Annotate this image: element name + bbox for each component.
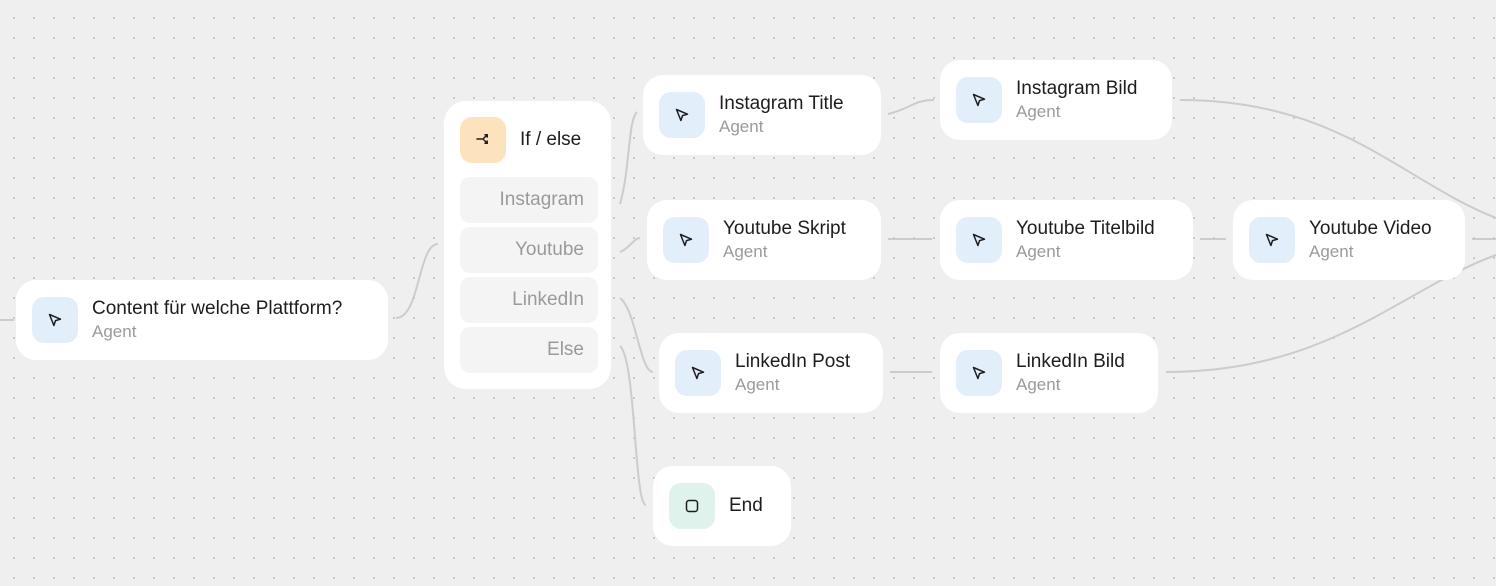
branch-icon — [460, 117, 506, 163]
edge-content-to-ifelse — [395, 243, 439, 319]
node-title: Instagram Title — [719, 93, 844, 114]
cursor-arrow-icon — [659, 92, 705, 138]
node-subtitle: Agent — [92, 322, 137, 341]
edge-instagram-branch — [619, 111, 638, 205]
cursor-arrow-icon — [675, 350, 721, 396]
cursor-arrow-icon — [663, 217, 709, 263]
node-title: End — [729, 495, 763, 516]
node-subtitle: Agent — [1016, 242, 1061, 261]
agent-node-instagram-bild[interactable]: Instagram Bild Agent — [940, 60, 1172, 140]
ifelse-title: If / else — [520, 129, 582, 150]
edge-else-branch — [619, 345, 647, 506]
node-subtitle: Agent — [735, 375, 780, 394]
branch-else[interactable]: Else — [460, 327, 598, 373]
end-node[interactable]: End — [653, 466, 791, 546]
branch-linkedin[interactable]: LinkedIn — [460, 277, 598, 323]
node-title: Instagram Bild — [1016, 78, 1138, 99]
node-subtitle: Agent — [1309, 242, 1354, 261]
stop-square-icon — [669, 483, 715, 529]
agent-node-content-platform[interactable]: Content für welche Plattform? Agent — [16, 280, 388, 360]
cursor-arrow-icon — [956, 350, 1002, 396]
node-title: LinkedIn Post — [735, 351, 851, 372]
node-title: Youtube Skript — [723, 218, 846, 239]
cursor-arrow-icon — [1249, 217, 1295, 263]
edge-youtube-branch — [619, 237, 641, 253]
agent-node-youtube-video[interactable]: Youtube Video Agent — [1233, 200, 1465, 280]
agent-node-instagram-title[interactable]: Instagram Title Agent — [643, 75, 881, 155]
ifelse-node[interactable]: If / else Instagram Youtube LinkedIn Els… — [444, 101, 611, 389]
branch-youtube[interactable]: Youtube — [460, 227, 598, 273]
node-subtitle: Agent — [719, 117, 764, 136]
edge-linkedin-branch — [619, 297, 654, 373]
cursor-arrow-icon — [956, 77, 1002, 123]
agent-node-linkedin-bild[interactable]: LinkedIn Bild Agent — [940, 333, 1158, 413]
agent-node-linkedin-post[interactable]: LinkedIn Post Agent — [659, 333, 883, 413]
node-title: Content für welche Plattform? — [92, 298, 343, 319]
agent-node-youtube-skript[interactable]: Youtube Skript Agent — [647, 200, 881, 280]
node-title: Youtube Titelbild — [1016, 218, 1155, 239]
node-subtitle: Agent — [723, 242, 768, 261]
node-title: LinkedIn Bild — [1016, 351, 1125, 372]
node-subtitle: Agent — [1016, 102, 1061, 121]
branch-instagram[interactable]: Instagram — [460, 177, 598, 223]
node-title: Youtube Video — [1309, 218, 1432, 239]
agent-node-youtube-titelbild[interactable]: Youtube Titelbild Agent — [940, 200, 1193, 280]
cursor-arrow-icon — [956, 217, 1002, 263]
cursor-arrow-icon — [32, 297, 78, 343]
node-subtitle: Agent — [1016, 375, 1061, 394]
edge-insta-title-to-bild — [887, 99, 935, 115]
